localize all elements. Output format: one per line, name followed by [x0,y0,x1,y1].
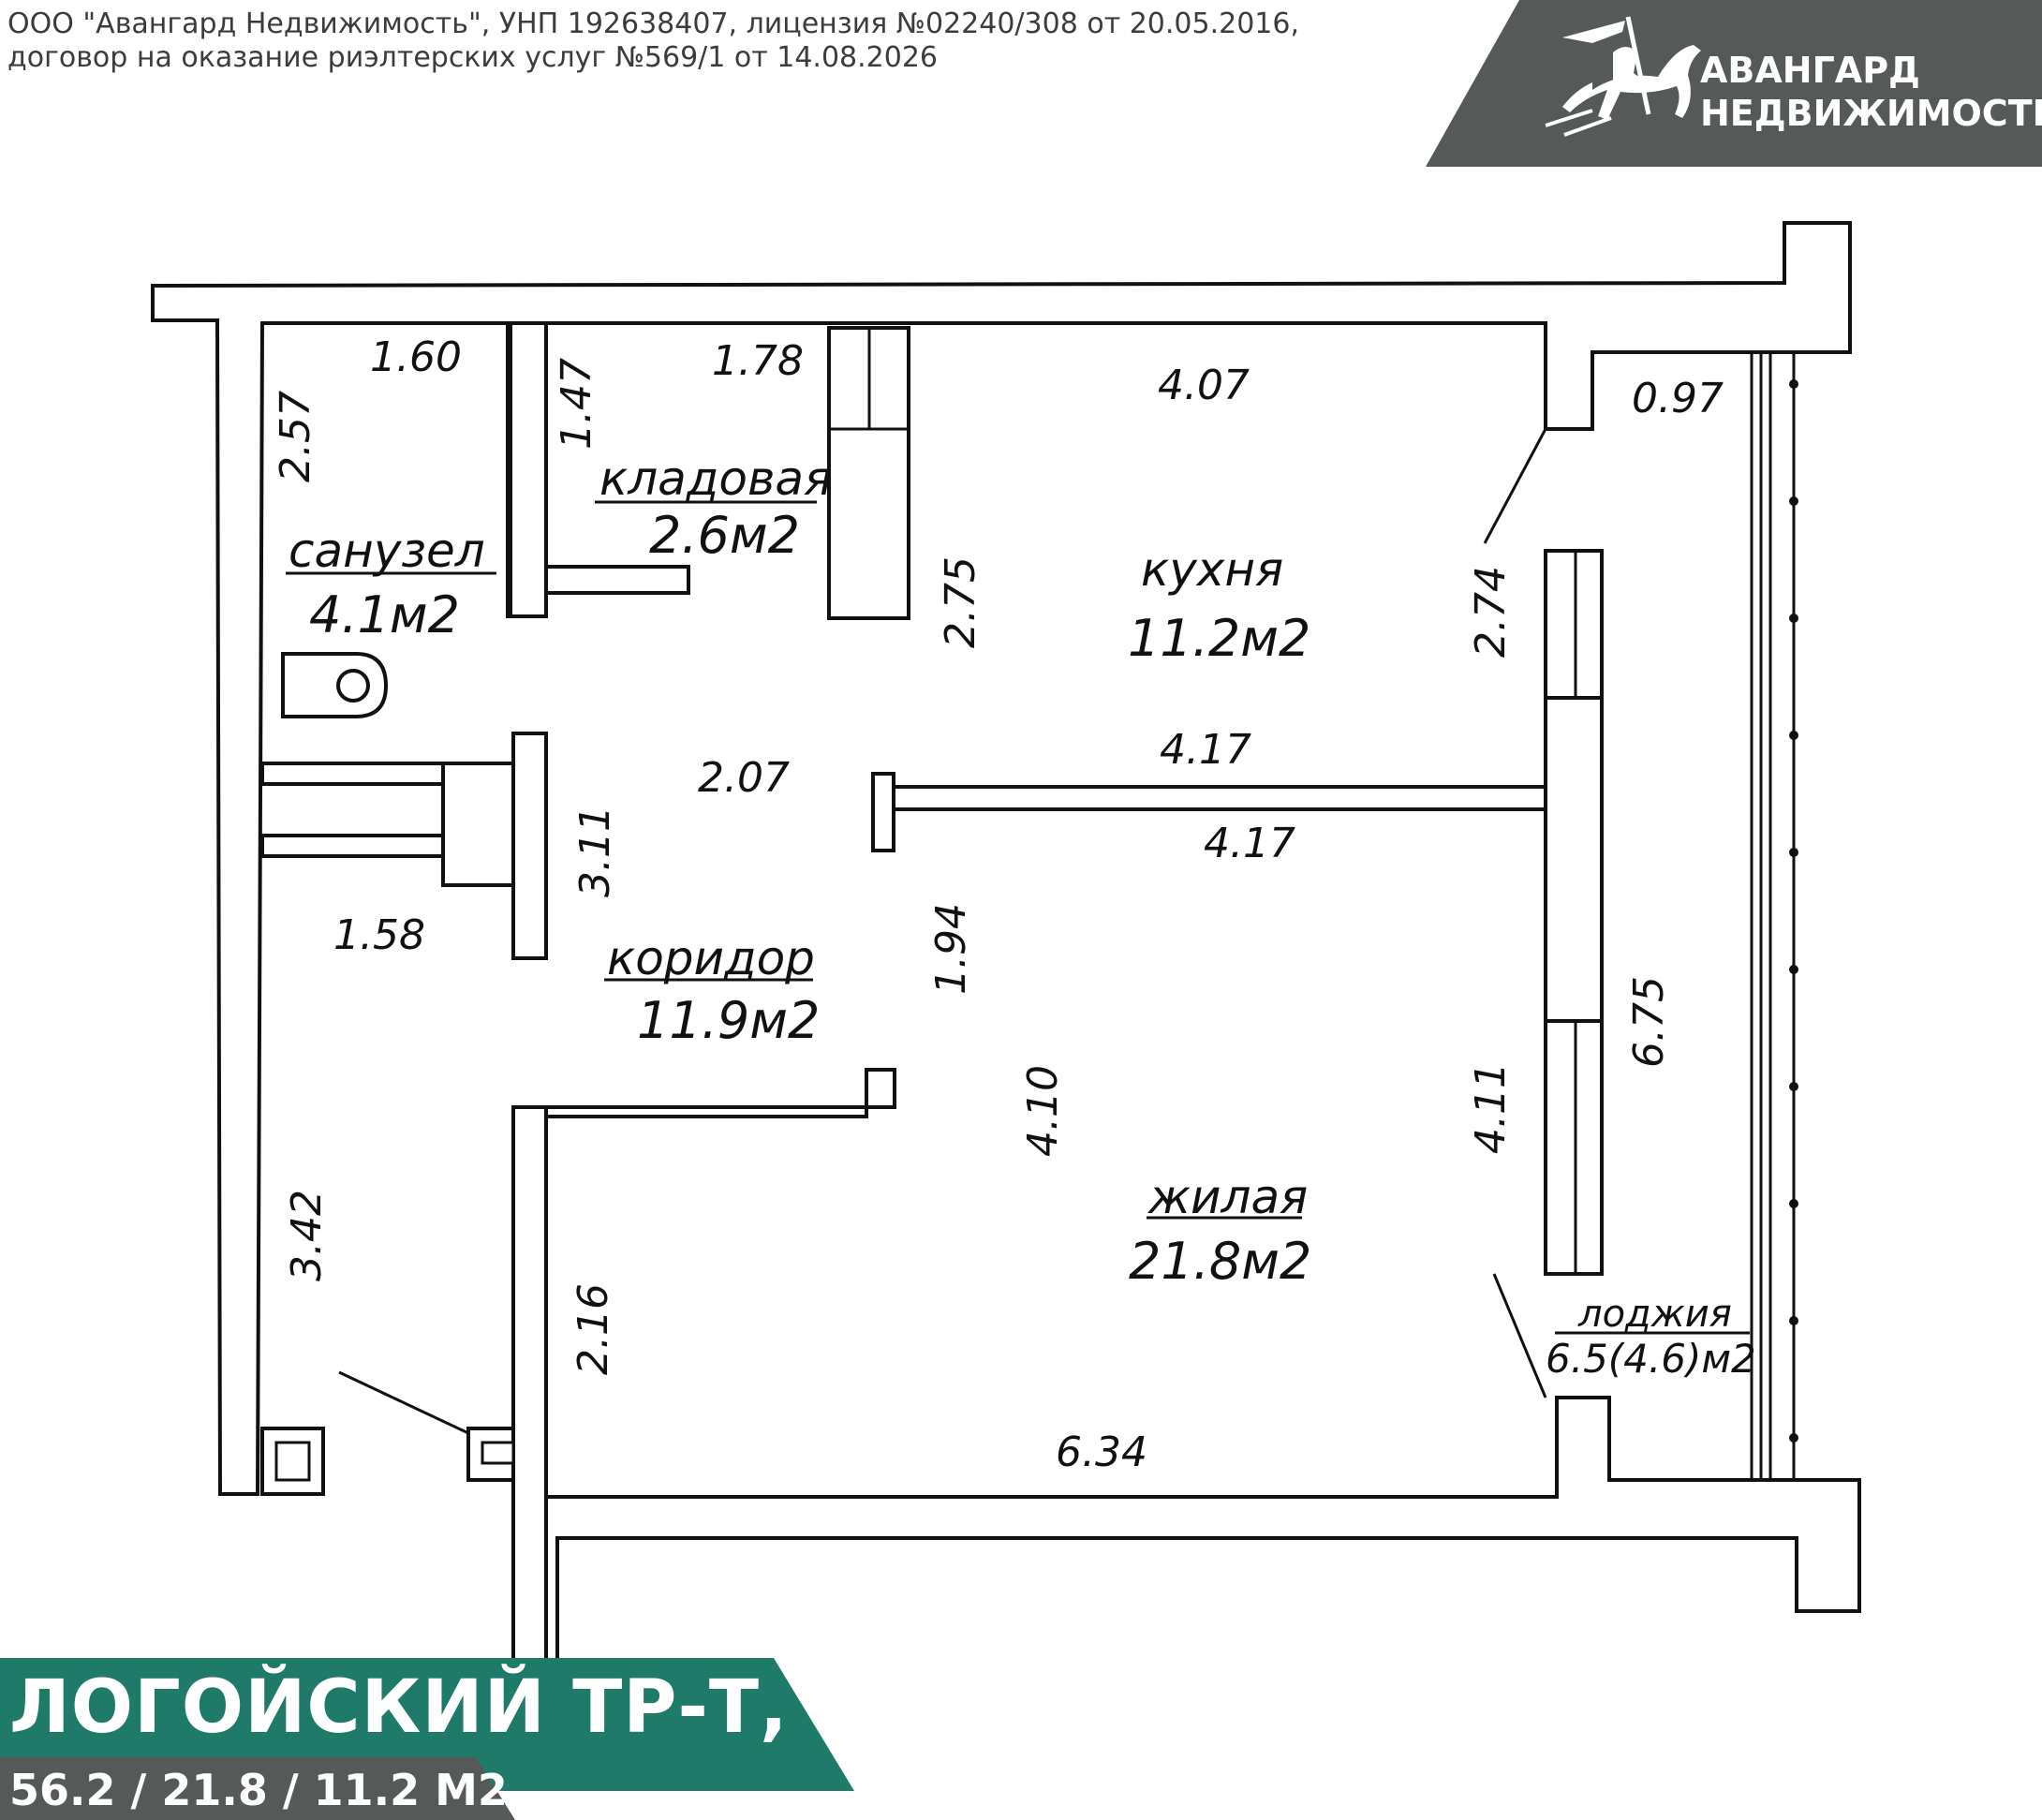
dim-4-17-bottom: 4.17 [1204,820,1295,867]
logo-line-1: АВАНГАРД [1700,50,1920,91]
room-name-bathroom: санузел [289,524,485,578]
room-name-corridor: коридор [607,931,815,985]
dim-4-07: 4.07 [1158,362,1250,409]
room-area-kitchen: 11.2м2 [1128,609,1310,668]
dim-1-58: 1.58 [333,911,425,959]
dim-3-42: 3.42 [283,1190,331,1281]
room-name-underlines [286,500,1750,1335]
dim-1-60: 1.60 [370,333,462,381]
legal-info: ООО "Авангард Недвижимость", УНП 1926384… [7,7,1299,75]
loggia-railing [1750,352,1796,1480]
dim-1-94: 1.94 [927,903,975,995]
corridor-cabinet-box [441,762,515,887]
dim-4-10: 4.10 [1019,1065,1067,1157]
dim-2-75: 2.75 [937,556,984,648]
room-area-corridor: 11.9м2 [637,991,820,1050]
room-name-loggia: лоджия [1577,1293,1732,1336]
area-summary: 56.2 / 21.8 / 11.2 М2 [9,1765,508,1815]
address-title: ЛОГОЙСКИЙ ТР-Т, 21А [9,1665,976,1750]
loggia-rail-dots [1789,379,1798,1443]
partition-end [871,772,895,852]
room-area-storage: 2.6м2 [649,506,800,565]
corridor-cabinet-rail-2 [260,834,447,858]
toilet-icon [281,652,389,718]
dim-1-47: 1.47 [553,358,600,450]
dim-4-11: 4.11 [1467,1062,1515,1154]
legal-line-1: ООО "Авангард Недвижимость", УНП 1926384… [7,7,1300,40]
knight-on-horse-icon [1545,16,1701,137]
loggia-window-middle [1544,696,1604,1023]
logo-band [1426,0,2042,167]
legal-line-2: договор на оказание риэлтерских услуг №5… [7,41,939,74]
room-area-loggia: 6.5(4.6)м2 [1546,1336,1756,1382]
wall-bottom [544,1396,1861,1683]
dim-0-97: 0.97 [1632,375,1724,422]
dim-2-16: 2.16 [570,1283,617,1375]
dim-3-11: 3.11 [571,806,619,897]
dim-2-07: 2.07 [698,754,790,802]
room-name-living: жилая [1147,1170,1308,1224]
room-area-living: 21.8м2 [1129,1232,1311,1291]
logo-line-2: НЕДВИЖИМОСТЬ [1700,93,2042,134]
dim-2-74: 2.74 [1467,566,1515,658]
wall-bath-storage [509,321,548,618]
room-name-kitchen: кухня [1141,542,1283,597]
wall-living-left-vert [511,1105,548,1682]
loggia-window-upper [1544,549,1604,703]
subtitle-band [0,1757,515,1820]
kitchen-living-partition [874,785,1547,811]
corridor-partition [511,732,548,960]
leader-lines [338,428,1547,1435]
loggia-window-lower [1544,1019,1604,1276]
walls [151,221,1861,1683]
room-area-bathroom: 4.1м2 [309,585,460,644]
dim-4-17-top: 4.17 [1160,726,1251,774]
dim-6-34: 6.34 [1056,1428,1147,1476]
room-name-storage: кладовая [599,451,832,506]
dim-6-75: 6.75 [1625,976,1673,1068]
corridor-cabinet-rail-1 [260,762,447,786]
dim-1-78: 1.78 [712,337,804,385]
storage-shelf [544,565,690,595]
dim-2-57: 2.57 [272,391,319,482]
